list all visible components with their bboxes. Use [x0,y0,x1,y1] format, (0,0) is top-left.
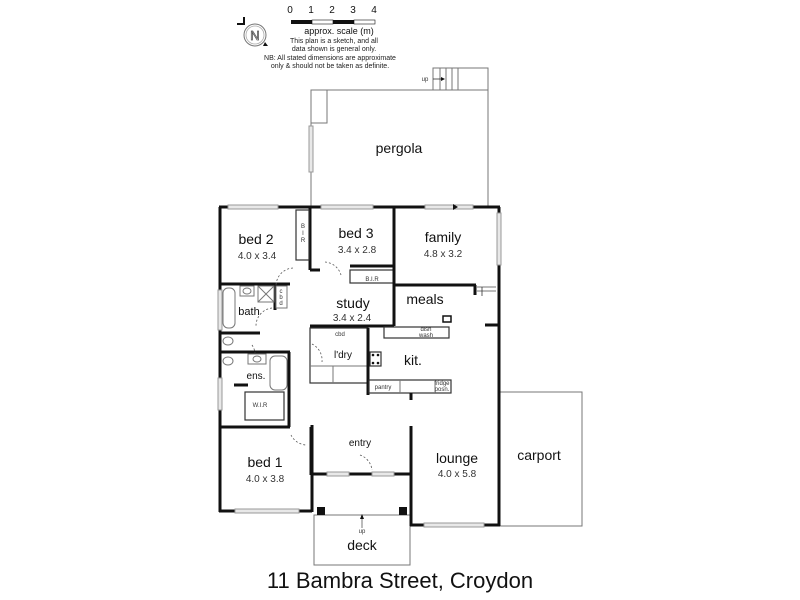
room-dims-bed3: 3.4 x 2.8 [338,245,377,256]
bir-bed3-label: B.I.R [365,277,379,283]
bathroom-fixtures [222,285,288,391]
room-label-bed1: bed 1 [247,454,282,470]
disclaimer-line-4: only & should not be taken as definite. [271,63,389,70]
scale-tick-3: 3 [350,5,356,16]
svg-text:c: c [280,289,283,295]
room-label-meals: meals [406,291,443,307]
carport-area: carport [499,391,583,527]
room-label-wir: W.I.R [253,403,268,409]
room-label-bed2: bed 2 [238,231,273,247]
room-label-lounge: lounge [436,450,478,466]
north-arrow-icon: N [237,17,268,47]
svg-text:b: b [279,295,283,301]
scale-bar: 0 1 2 3 4 approx. scale (m) This plan is… [264,5,396,70]
room-dims-bed1: 4.0 x 3.8 [246,474,285,485]
room-label-bath: bath [238,306,259,318]
room-label-deck: deck [347,537,378,553]
room-dims-lounge: 4.0 x 5.8 [438,469,477,480]
cbd-bath-label: c b d [279,289,283,307]
room-label-ens: ens. [247,371,266,382]
room-label-entry: entry [349,438,371,449]
disclaimer-line-2: data shown is general only. [292,46,376,53]
room-label-kitchen: kit. [404,352,422,368]
room-label-laundry: l'dry [334,350,352,361]
dishwasher-label: dish [420,327,431,333]
scale-tick-0: 0 [287,5,293,16]
room-label-bed3: bed 3 [338,225,373,241]
scale-label: approx. scale (m) [304,26,374,36]
cbd-laundry-label: cbd [335,332,345,338]
svg-text:B: B [301,224,305,230]
disclaimer-line-1: This plan is a sketch, and all [290,38,378,45]
top-stairs: up [422,67,489,91]
room-dims-bed2: 4.0 x 3.4 [238,251,277,262]
svg-text:N: N [250,28,259,43]
windows [217,204,502,528]
room-label-carport: carport [517,447,561,463]
scale-tick-4: 4 [371,5,377,16]
room-label-pergola: pergola [376,140,423,156]
scale-tick-1: 1 [308,5,314,16]
svg-text:I: I [302,231,304,237]
pergola-area: pergola [308,89,489,208]
deck-area: up deck [313,507,411,566]
svg-text:R: R [301,238,306,244]
property-address: 11 Bambra Street, Croydon [266,568,534,593]
disclaimer-line-3: NB: All stated dimensions are approximat… [264,55,396,62]
pantry-label: pantry [375,385,392,391]
interior-walls [220,207,500,475]
doors [251,261,373,471]
deck-up-label: up [359,529,366,535]
scale-tick-2: 2 [329,5,335,16]
stairs-up-label: up [422,77,429,83]
fridge-label: fridge [434,381,450,387]
room-label-family: family [425,229,462,245]
room-dims-family: 4.8 x 3.2 [424,249,463,260]
dishwasher-label-2: wash [418,333,433,339]
room-dims-study: 3.4 x 2.4 [333,313,372,324]
fridge-label-2: posn. [435,387,450,393]
svg-text:d: d [279,301,282,307]
room-label-study: study [336,295,369,311]
bir-bed2: B I R [301,224,306,244]
